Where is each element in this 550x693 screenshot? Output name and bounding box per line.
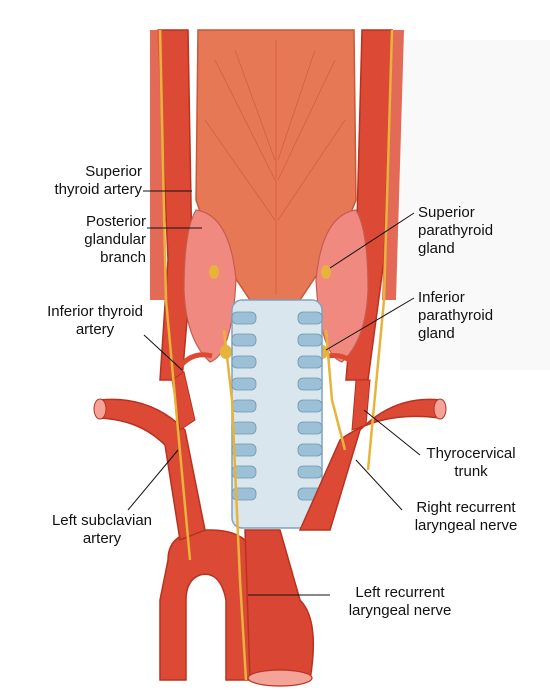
left-thyroid-lobe [183, 209, 237, 363]
leader-inferior-thyroid-artery [143, 334, 183, 371]
left-recurrent-laryngeal-nerve [222, 329, 248, 681]
leader-right-recurrent-laryngeal-nerve [355, 459, 403, 511]
leader-inferior-parathyroid-gland [325, 297, 415, 351]
right-inferior-thyroid-artery [327, 352, 365, 379]
background-page [400, 40, 550, 370]
brachiocephalic-trunk [244, 529, 315, 681]
label-superior-parathyroid-gland: Superior parathyroid gland [418, 204, 494, 257]
label-inferior-thyroid-artery: Inferior thyroid artery [47, 303, 143, 338]
label-left-subclavian-artery: Left subclavian artery [51, 512, 153, 547]
leader-left-subclavian-artery [127, 449, 179, 511]
label-thyrocervical-trunk: Thyrocervical trunk [426, 445, 516, 480]
aorta-cut-end [247, 669, 313, 687]
label-posterior-glandular-branch: Posterior glandular branch [84, 213, 146, 266]
right-thyroid-lobe [315, 209, 369, 363]
right-recurrent-laryngeal-nerve [324, 329, 347, 451]
left-subclavian-cut-end [93, 398, 107, 420]
right-thyrocervical-trunk [351, 379, 371, 431]
right-vagus-nerve [366, 29, 394, 471]
right-subclavian-cut-end [433, 398, 447, 420]
muscle-fibers [204, 40, 346, 295]
right-superior-parathyroid-gland [321, 265, 331, 279]
right-subclavian-artery [298, 398, 441, 531]
label-left-recurrent-laryngeal-nerve: Left recurrent laryngeal nerve [348, 584, 452, 619]
right-internal-jugular [382, 30, 404, 300]
left-vagus-nerve [158, 29, 192, 561]
leader-thyrocervical-trunk [363, 409, 421, 456]
left-inferior-thyroid-artery [173, 352, 213, 374]
leader-lines [127, 190, 421, 596]
label-superior-thyroid-artery: Superior thyroid artery [54, 163, 142, 198]
label-inferior-parathyroid-gland: Inferior parathyroid gland [418, 289, 494, 342]
left-superior-parathyroid-gland [209, 265, 219, 279]
leader-superior-parathyroid-gland [329, 212, 415, 269]
label-right-recurrent-laryngeal-nerve: Right recurrent laryngeal nerve [414, 499, 518, 534]
